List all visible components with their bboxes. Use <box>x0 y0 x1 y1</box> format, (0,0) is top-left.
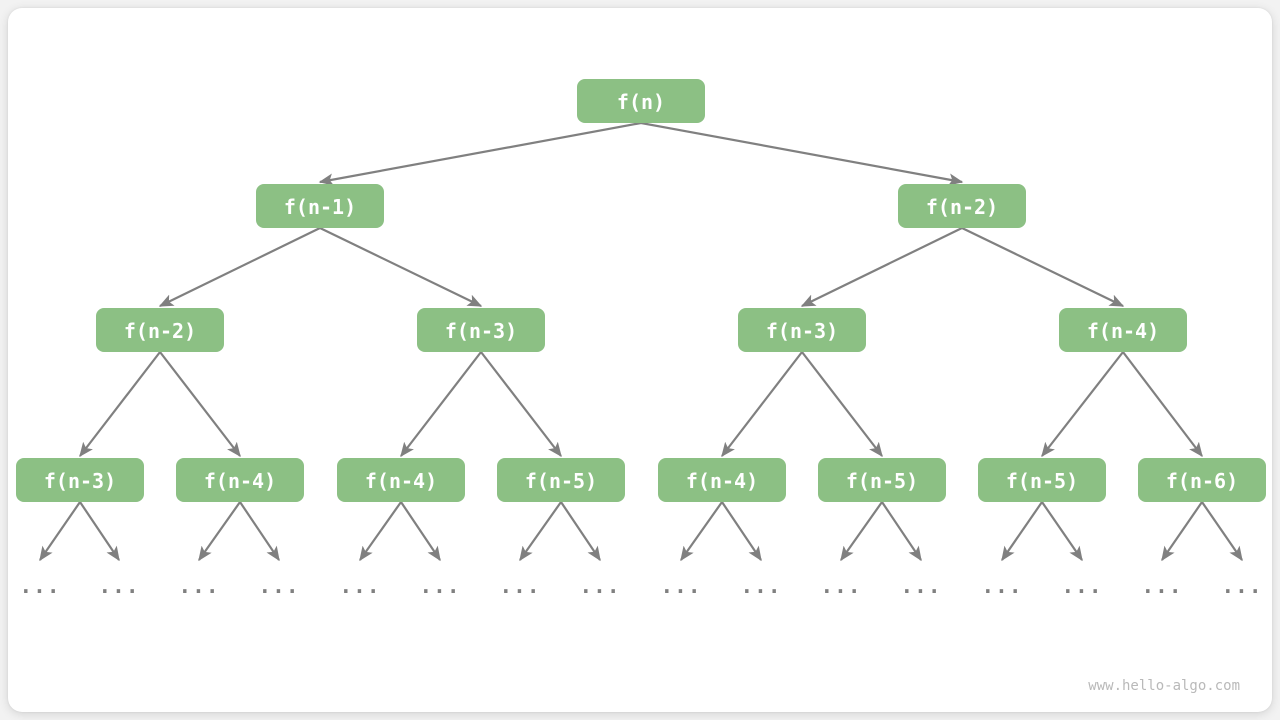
tree-edge <box>318 121 642 186</box>
ellipsis-marker: ... <box>741 574 782 598</box>
tree-edge-to-ellipsis <box>359 501 402 562</box>
tree-node[interactable]: f(n-1) <box>256 184 384 228</box>
tree-edge-to-ellipsis <box>1161 501 1203 562</box>
tree-node-label: f(n-4) <box>365 469 437 493</box>
tree-edge <box>79 351 161 458</box>
ellipsis-marker: ... <box>901 574 942 598</box>
tree-node-label: f(n-3) <box>766 319 838 343</box>
tree-node[interactable]: f(n) <box>577 79 705 123</box>
tree-node-label: f(n-4) <box>686 469 758 493</box>
tree-edge <box>400 351 482 458</box>
tree-node-box <box>577 79 705 123</box>
tree-node[interactable]: f(n-2) <box>898 184 1026 228</box>
tree-edge <box>159 351 241 458</box>
tree-edge-to-ellipsis <box>39 501 81 562</box>
tree-node-box <box>337 458 465 502</box>
tree-node-box <box>1059 308 1187 352</box>
tree-node-box <box>497 458 625 502</box>
tree-node-label: f(n-6) <box>1166 469 1238 493</box>
tree-node-box <box>176 458 304 502</box>
tree-edge-to-ellipsis <box>519 501 562 562</box>
edges-layer <box>39 121 1243 562</box>
nodes-layer: f(n) f(n-1) f(n-2) f(n-2) f(n-3) f(n-3) f(n-4)… <box>16 79 1266 502</box>
tree-node-box <box>417 308 545 352</box>
tree-node[interactable]: f(n-3) <box>738 308 866 352</box>
ellipsis-marker: ... <box>982 574 1023 598</box>
tree-edge-to-ellipsis <box>721 501 762 562</box>
tree-node[interactable]: f(n-6) <box>1138 458 1266 502</box>
tree-edge <box>158 227 321 307</box>
tree-node[interactable]: f(n-3) <box>16 458 144 502</box>
tree-node-label: f(n-5) <box>846 469 918 493</box>
ellipsis-marker: ... <box>500 574 541 598</box>
tree-node-box <box>658 458 786 502</box>
ellipsis-layer: ........................................… <box>20 574 1263 598</box>
ellipsis-marker: ... <box>1062 574 1103 598</box>
tree-node-label: f(n-1) <box>284 195 356 219</box>
tree-node[interactable]: f(n-4) <box>337 458 465 502</box>
tree-node[interactable]: f(n-2) <box>96 308 224 352</box>
tree-node-box <box>1138 458 1266 502</box>
tree-node[interactable]: f(n-4) <box>176 458 304 502</box>
tree-edge <box>801 351 883 458</box>
tree-edge-to-ellipsis <box>1041 501 1083 562</box>
tree-edge <box>800 227 963 307</box>
tree-node-box <box>978 458 1106 502</box>
tree-edge-to-ellipsis <box>881 501 922 562</box>
ellipsis-marker: ... <box>259 574 300 598</box>
watermark: www.hello-algo.com <box>1088 678 1240 694</box>
tree-edge <box>961 227 1125 307</box>
tree-edge-to-ellipsis <box>1001 501 1043 562</box>
tree-node-label: f(n-3) <box>44 469 116 493</box>
tree-node-box <box>898 184 1026 228</box>
tree-edge-to-ellipsis <box>400 501 441 562</box>
ellipsis-marker: ... <box>821 574 862 598</box>
tree-node-label: f(n-3) <box>445 319 517 343</box>
ellipsis-marker: ... <box>20 574 61 598</box>
tree-edge-to-ellipsis <box>79 501 120 562</box>
tree-node-box <box>96 308 224 352</box>
tree-node-label: f(n) <box>617 90 665 114</box>
tree-edge <box>319 227 483 307</box>
tree-node-box <box>256 184 384 228</box>
tree-edge <box>1041 351 1124 458</box>
diagram-card <box>8 8 1272 712</box>
tree-node[interactable]: f(n-5) <box>978 458 1106 502</box>
tree-node-box <box>16 458 144 502</box>
tree-node-label: f(n-5) <box>525 469 597 493</box>
tree-edge <box>640 121 964 186</box>
ellipsis-marker: ... <box>580 574 621 598</box>
tree-node[interactable]: f(n-5) <box>818 458 946 502</box>
tree-edge-to-ellipsis <box>198 501 241 562</box>
ellipsis-marker: ... <box>420 574 461 598</box>
tree-node[interactable]: f(n-4) <box>658 458 786 502</box>
tree-edge <box>721 351 803 458</box>
tree-edge <box>480 351 562 458</box>
ellipsis-marker: ... <box>179 574 220 598</box>
ellipsis-marker: ... <box>1222 574 1263 598</box>
tree-node-label: f(n-2) <box>124 319 196 343</box>
ellipsis-marker: ... <box>661 574 702 598</box>
tree-node-label: f(n-4) <box>204 469 276 493</box>
tree-node-label: f(n-2) <box>926 195 998 219</box>
tree-edge-to-ellipsis <box>560 501 601 562</box>
ellipsis-marker: ... <box>340 574 381 598</box>
tree-edge <box>1122 351 1203 458</box>
tree-node[interactable]: f(n-5) <box>497 458 625 502</box>
tree-node[interactable]: f(n-4) <box>1059 308 1187 352</box>
tree-edge-to-ellipsis <box>840 501 883 562</box>
tree-node-label: f(n-4) <box>1087 319 1159 343</box>
tree-node-label: f(n-5) <box>1006 469 1078 493</box>
tree-node-box <box>738 308 866 352</box>
ellipsis-marker: ... <box>99 574 140 598</box>
tree-node-box <box>818 458 946 502</box>
ellipsis-marker: ... <box>1142 574 1183 598</box>
tree-edge-to-ellipsis <box>1201 501 1243 562</box>
tree-edge-to-ellipsis <box>680 501 723 562</box>
tree-edge-to-ellipsis <box>239 501 280 562</box>
tree-node[interactable]: f(n-3) <box>417 308 545 352</box>
